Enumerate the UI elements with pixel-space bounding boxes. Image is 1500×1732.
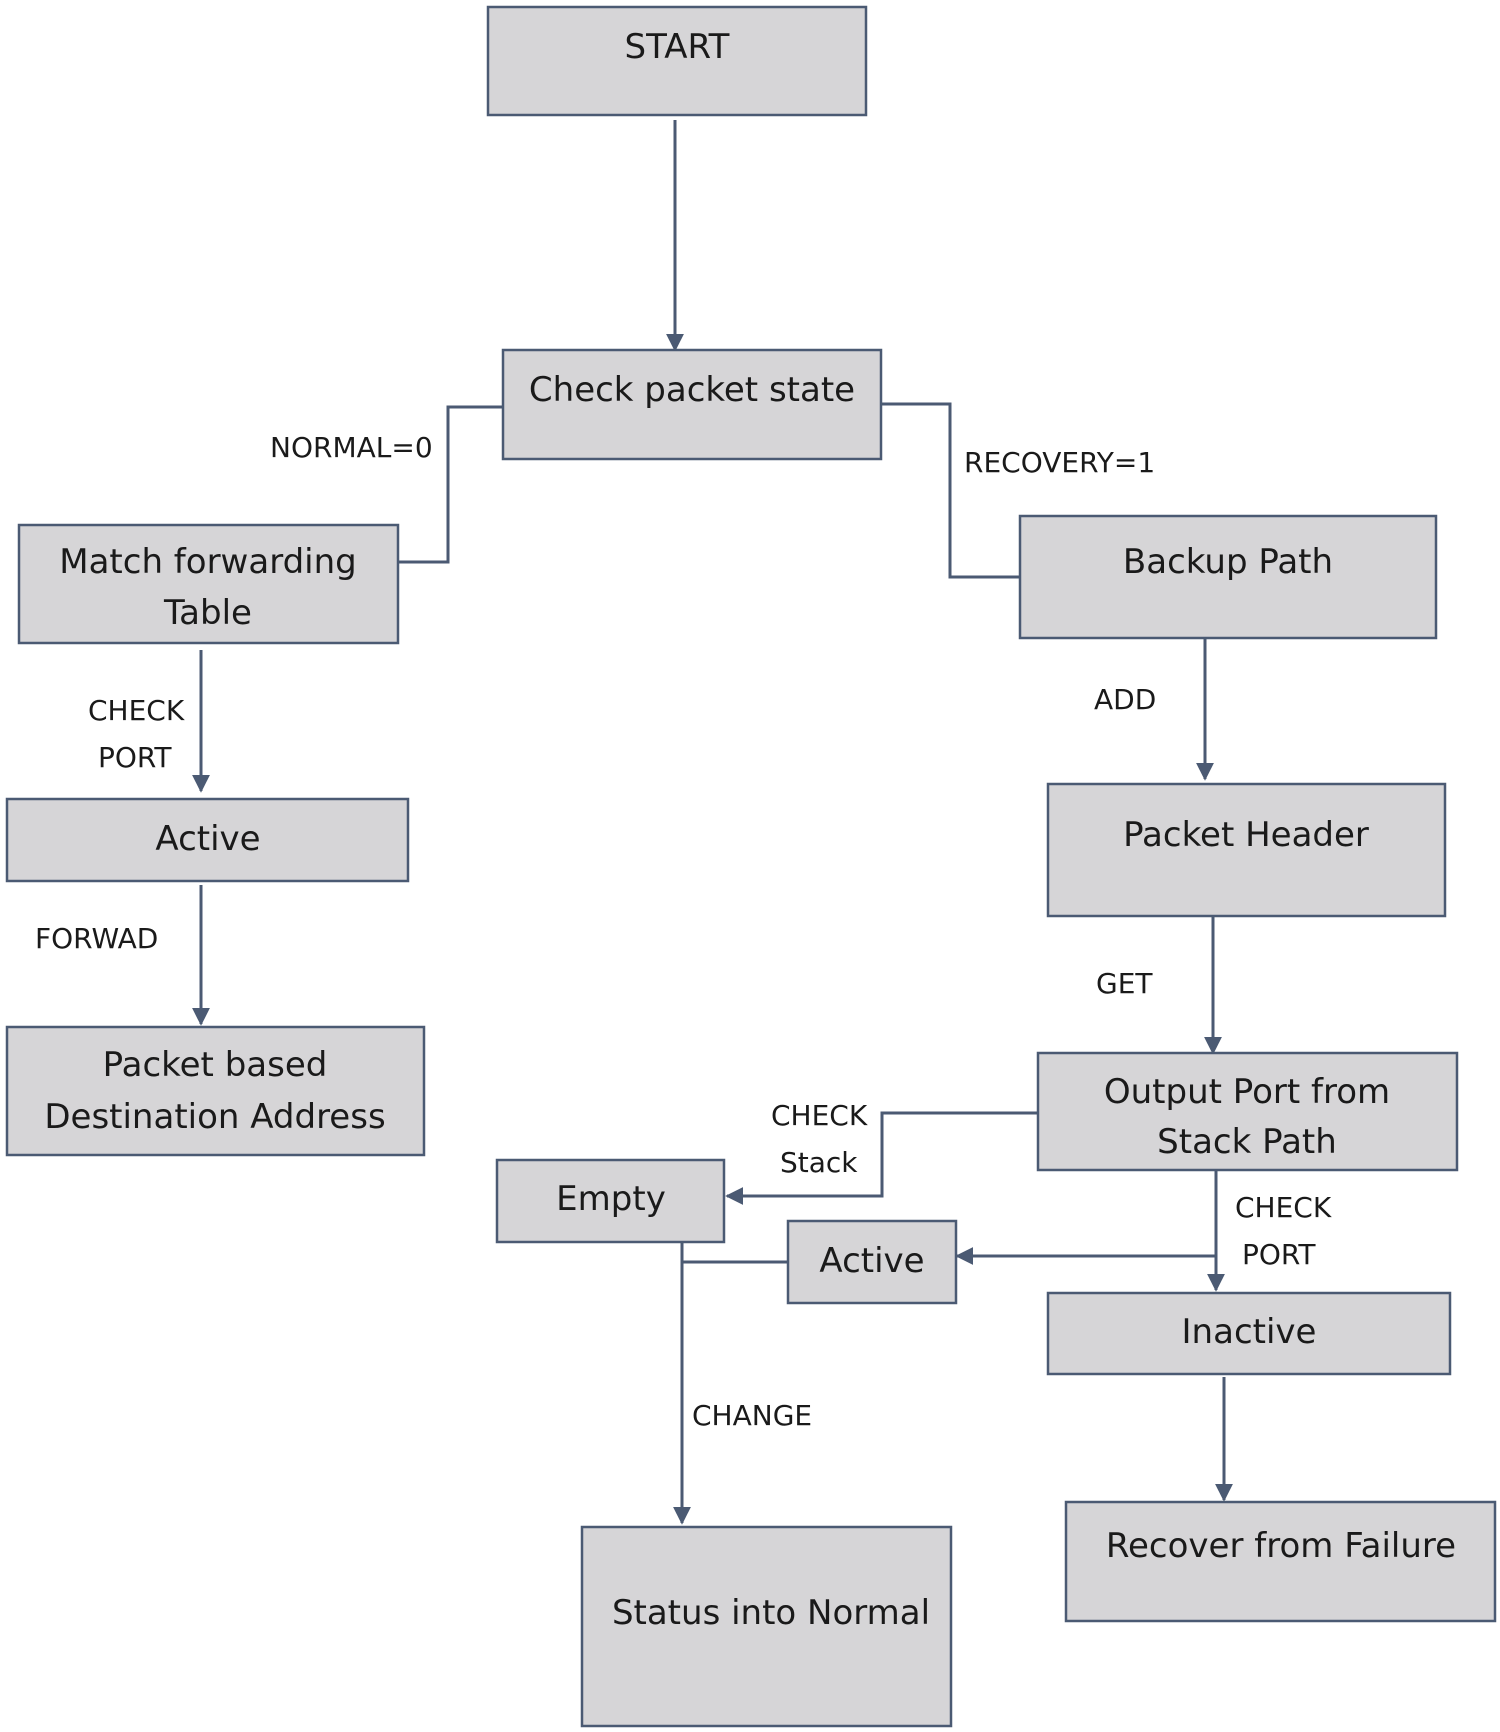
node-recover-label: Recover from Failure [1106, 1526, 1456, 1566]
label-add: ADD [1094, 683, 1156, 716]
node-active-left-label: Active [155, 819, 260, 859]
node-match-forwarding-label-line2: Table [163, 593, 252, 633]
node-inactive: Inactive [1046, 1291, 1452, 1376]
node-packet-based-destination: Packet based Destination Address [5, 1025, 426, 1157]
node-packet-header-label: Packet Header [1123, 815, 1369, 855]
node-empty-label: Empty [556, 1179, 666, 1219]
label-check-stack-line2: Stack [780, 1146, 858, 1179]
node-match-forwarding-label-line1: Match forwarding [59, 542, 356, 582]
node-packet-dest-label-line2: Destination Address [44, 1097, 385, 1137]
label-check-port-right-line2: PORT [1242, 1238, 1316, 1271]
label-check-port-right-line1: CHECK [1235, 1191, 1332, 1224]
node-output-port-label-line1: Output Port from [1104, 1072, 1390, 1112]
edge-check-to-backup-recovery [880, 402, 1020, 579]
node-packet-header: Packet Header [1046, 782, 1447, 918]
node-start: START [486, 5, 868, 117]
label-normal: NORMAL=0 [270, 431, 433, 464]
label-forwad: FORWAD [35, 922, 158, 955]
node-start-label: START [625, 27, 730, 67]
node-output-port: Output Port from Stack Path [1036, 1051, 1459, 1172]
node-status-into-normal: Status into Normal [580, 1525, 953, 1728]
label-get: GET [1096, 967, 1153, 1000]
node-active-mid-label: Active [819, 1241, 924, 1281]
edge-check-to-match-normal [398, 405, 503, 564]
node-match-forwarding-table: Match forwarding Table [17, 523, 400, 645]
node-active-mid: Active [786, 1219, 958, 1305]
label-check-port-left-line2: PORT [98, 741, 172, 774]
node-check-packet-state-label: Check packet state [529, 370, 855, 410]
label-recovery: RECOVERY=1 [964, 446, 1155, 479]
node-packet-dest-label-line1: Packet based [103, 1045, 328, 1085]
edge-output-to-empty [725, 1111, 1038, 1205]
node-backup-path-label: Backup Path [1123, 542, 1333, 582]
node-status-normal-label: Status into Normal [612, 1593, 930, 1633]
node-active-left: Active [5, 797, 410, 883]
label-check-stack-line1: CHECK [771, 1099, 868, 1132]
node-inactive-label: Inactive [1182, 1312, 1317, 1352]
connectors [192, 120, 1233, 1525]
edge-active-to-status [673, 1260, 788, 1525]
label-check-port-left-line1: CHECK [88, 694, 185, 727]
node-check-packet-state: Check packet state [501, 348, 883, 461]
label-change: CHANGE [692, 1399, 812, 1432]
node-recover-from-failure: Recover from Failure [1064, 1500, 1497, 1623]
node-empty: Empty [495, 1158, 726, 1244]
edge-labels: NORMAL=0 RECOVERY=1 CHECK PORT FORWAD AD… [35, 431, 1332, 1432]
node-output-port-label-line2: Stack Path [1157, 1122, 1337, 1162]
node-backup-path: Backup Path [1018, 514, 1438, 640]
